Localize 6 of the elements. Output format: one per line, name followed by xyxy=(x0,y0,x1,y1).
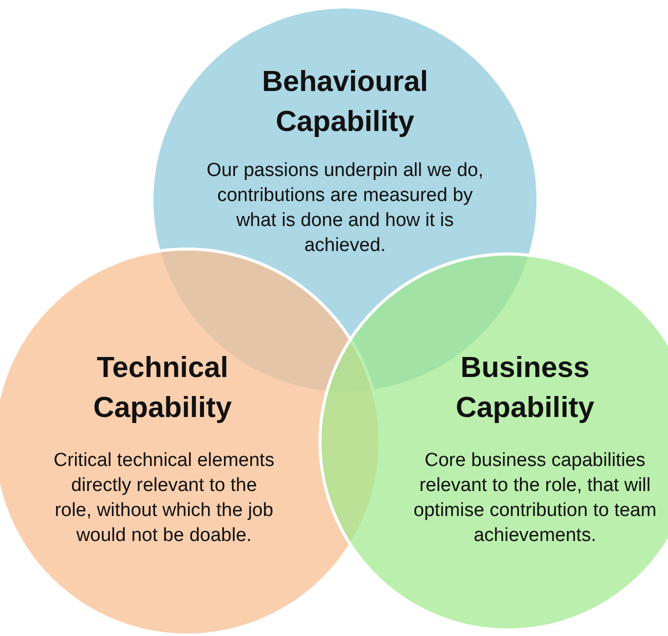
circle-description: Core business capabilities relevant to the role, that will optimise contribution to team achievements. xyxy=(412,449,658,548)
circle-description: Our passions underpin all we do, contributions are measured by what is done and how it is achieved. xyxy=(206,159,484,258)
circle-description: Critical technical elements directly relevant to the role, without which the job would not be doable. xyxy=(52,449,276,548)
circle-heading: Business Capability xyxy=(454,351,596,426)
circle-heading: Behavioural Capability xyxy=(261,65,429,140)
circle-heading: Technical Capability xyxy=(92,351,233,426)
